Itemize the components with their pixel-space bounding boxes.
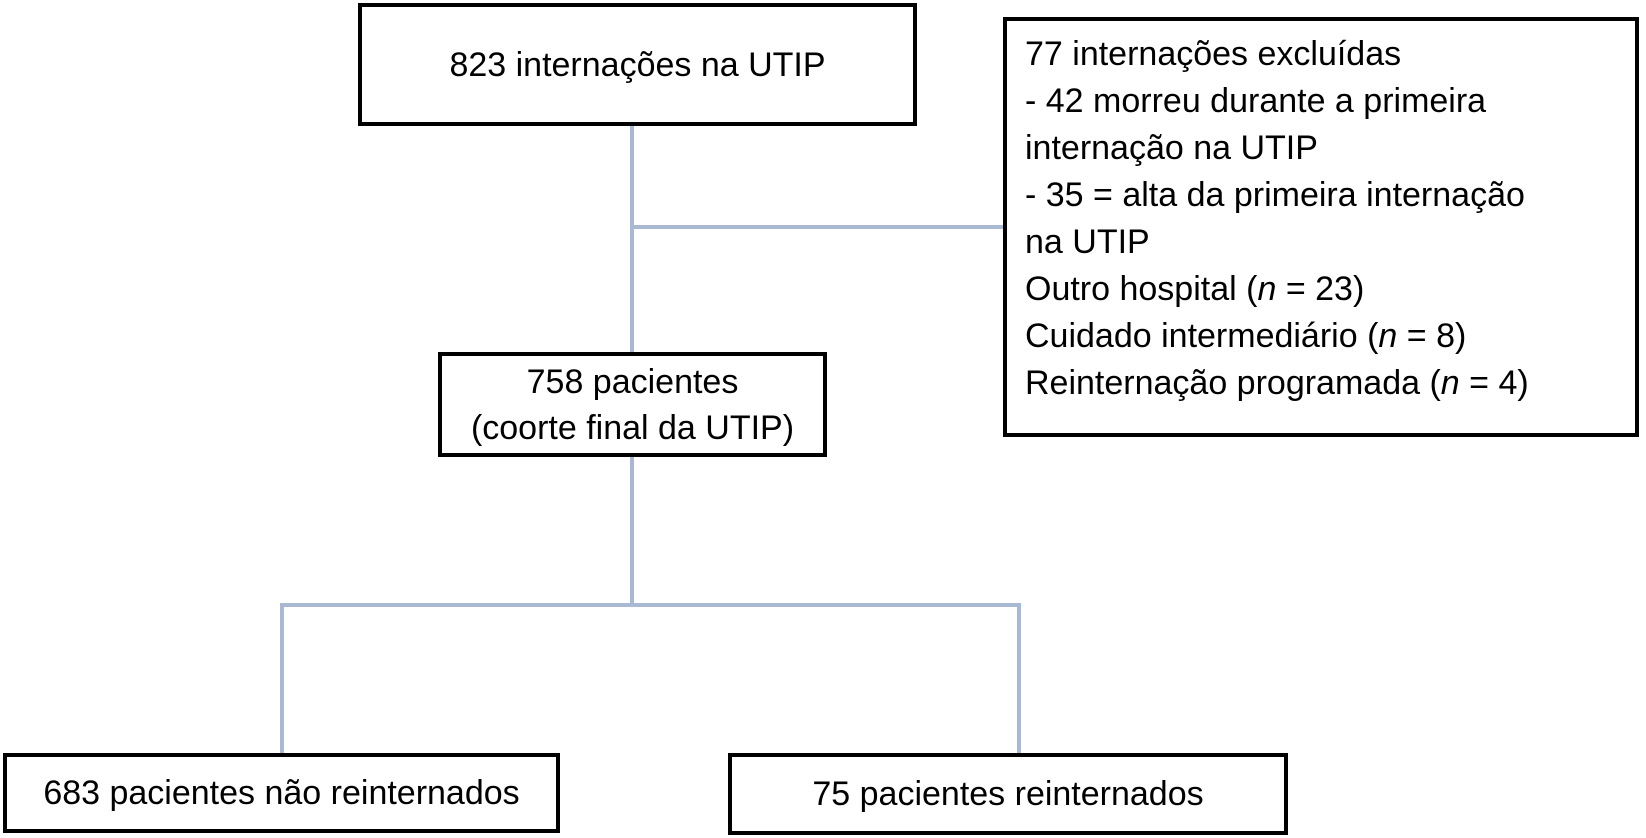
exclusion-line: internação na UTIP <box>1025 125 1617 172</box>
final-cohort-line2: (coorte final da UTIP) <box>470 408 795 447</box>
final-cohort-box: 758 pacientes (coorte final da UTIP) <box>438 352 827 457</box>
exclusion-text: internação na UTIP <box>1025 129 1318 167</box>
exclusion-n: n <box>1378 317 1398 355</box>
exclusion-line: Outro hospital (n = 23) <box>1025 266 1617 313</box>
exclusion-n: n <box>1257 270 1277 308</box>
not-readmitted-label: 683 pacientes não reinternados <box>43 774 520 812</box>
exclusion-line: - 35 = alta da primeira internação <box>1025 172 1617 219</box>
exclusion-text: Outro hospital ( <box>1025 270 1258 308</box>
final-cohort-line1: 758 pacientes <box>526 362 739 401</box>
exclusion-text: = 4) <box>1459 364 1529 402</box>
exclusion-n: n <box>1440 364 1460 402</box>
exclusion-text: - 35 = alta da primeira internação <box>1025 176 1525 214</box>
exclusion-line: - 42 morreu durante a primeira <box>1025 78 1617 125</box>
exclusion-text: Cuidado intermediário ( <box>1025 317 1379 355</box>
exclusion-line: Reinternação programada (n = 4) <box>1025 360 1617 407</box>
exclusion-text: - 42 morreu durante a primeira <box>1025 82 1487 120</box>
exclusion-text: 77 internações excluídas <box>1025 35 1402 73</box>
exclusion-text: = 8) <box>1397 317 1467 355</box>
exclusion-text: na UTIP <box>1025 223 1150 261</box>
exclusion-line: na UTIP <box>1025 219 1617 266</box>
exclusion-text: = 23) <box>1276 270 1365 308</box>
exclusion-line: 77 internações excluídas <box>1025 31 1617 78</box>
not-readmitted-box: 683 pacientes não reinternados <box>3 753 560 833</box>
exclusion-text: Reinternação programada ( <box>1025 364 1441 402</box>
admissions-box: 823 internações na UTIP <box>358 3 917 126</box>
readmitted-box: 75 pacientes reinternados <box>728 753 1288 835</box>
admissions-box-label: 823 internações na UTIP <box>449 45 826 84</box>
readmitted-label: 75 pacientes reinternados <box>812 775 1204 813</box>
exclusion-line: Cuidado intermediário (n = 8) <box>1025 313 1617 360</box>
exclusions-box: 77 internações excluídas - 42 morreu dur… <box>1003 17 1639 437</box>
